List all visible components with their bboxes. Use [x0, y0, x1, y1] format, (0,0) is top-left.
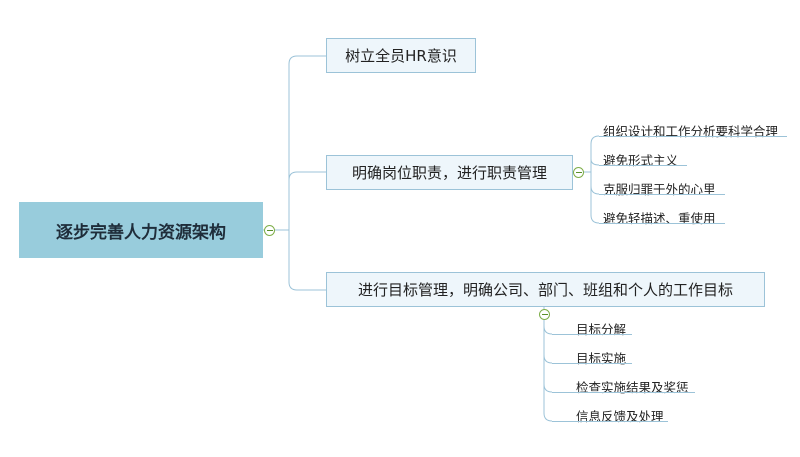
- branch-label: 明确岗位职责，进行职责管理: [351, 164, 547, 182]
- leaf-underline: [599, 223, 725, 224]
- branch-node-hr-awareness[interactable]: 树立全员HR意识: [326, 38, 476, 73]
- leaf-underline: [552, 334, 632, 335]
- leaf-node[interactable]: 目标分解: [576, 322, 627, 337]
- leaf-node[interactable]: 检查实施结果及奖惩: [576, 380, 689, 395]
- collapse-branch-job-duties-icon[interactable]: [573, 167, 584, 178]
- root-node[interactable]: 逐步完善人力资源架构: [19, 202, 263, 258]
- branch-node-goal-management[interactable]: 进行目标管理，明确公司、部门、班组和个人的工作目标: [326, 272, 765, 307]
- leaf-underline: [552, 421, 668, 422]
- leaf-underline: [599, 165, 687, 166]
- collapse-branch-goal-management-icon[interactable]: [539, 309, 550, 320]
- leaf-underline: [599, 136, 787, 137]
- leaf-node[interactable]: 克服归罪于外的心里: [603, 182, 716, 197]
- leaf-underline: [599, 194, 725, 195]
- leaf-node[interactable]: 信息反馈及处理: [576, 409, 664, 424]
- root-label: 逐步完善人力资源架构: [56, 222, 226, 243]
- leaf-underline: [552, 363, 632, 364]
- branch-label: 树立全员HR意识: [345, 47, 457, 65]
- leaf-underline: [552, 392, 695, 393]
- collapse-root-icon[interactable]: [264, 225, 275, 236]
- leaf-node[interactable]: 避免轻描述、重使用: [603, 211, 716, 226]
- branch-label: 进行目标管理，明确公司、部门、班组和个人的工作目标: [357, 281, 733, 299]
- leaf-node[interactable]: 避免形式主义: [603, 153, 679, 168]
- branch-node-job-duties[interactable]: 明确岗位职责，进行职责管理: [326, 155, 573, 190]
- leaf-node[interactable]: 组织设计和工作分析要科学合理: [603, 124, 779, 139]
- leaf-node[interactable]: 目标实施: [576, 351, 627, 366]
